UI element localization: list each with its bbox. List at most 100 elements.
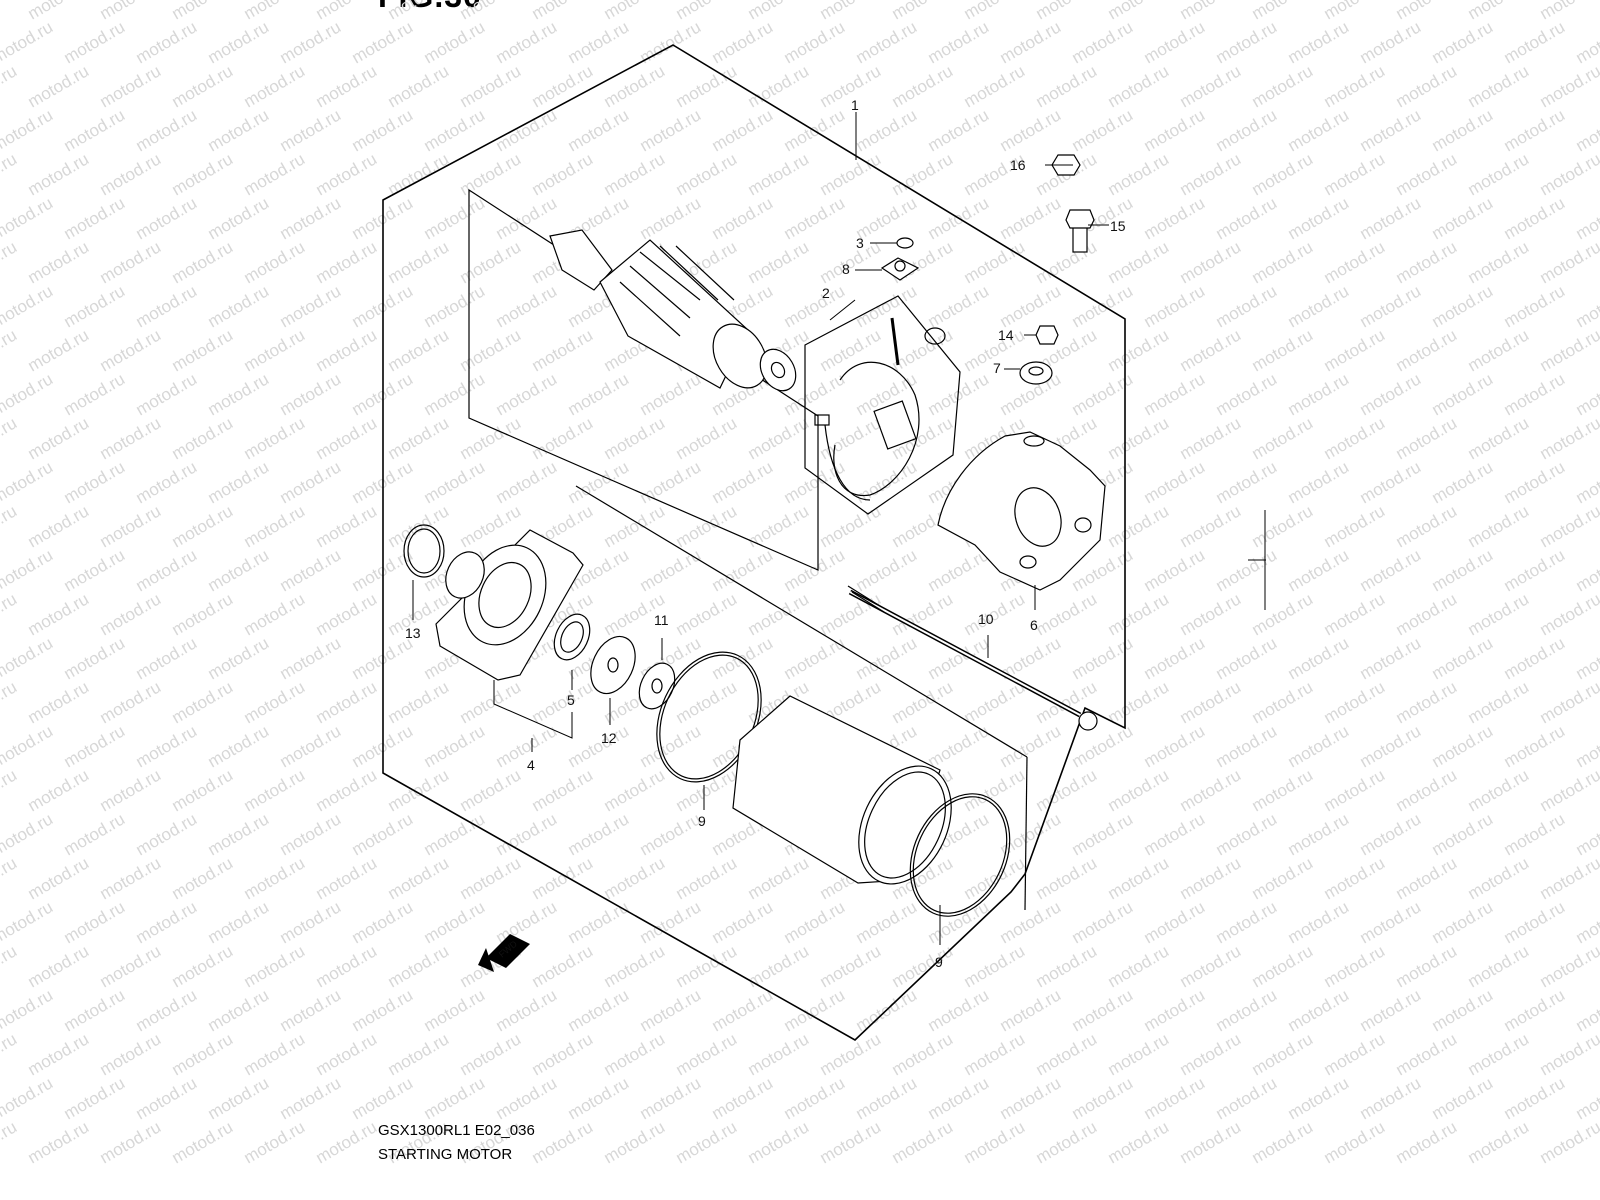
through-bolt bbox=[847, 585, 1098, 731]
watermark-text: motod.ru bbox=[889, 677, 957, 727]
watermark-text: motod.ru bbox=[1105, 941, 1173, 991]
watermark-text: motod.ru bbox=[169, 413, 237, 463]
watermark-text: motod.ru bbox=[1357, 721, 1425, 771]
watermark-text: motod.ru bbox=[1141, 1073, 1209, 1123]
watermark-text: motod.ru bbox=[709, 457, 777, 507]
watermark-text: motod.ru bbox=[421, 809, 489, 859]
watermark-text: motod.ru bbox=[565, 17, 633, 67]
watermark-text: motod.ru bbox=[313, 61, 381, 111]
watermark-text: motod.ru bbox=[457, 149, 525, 199]
watermark-text: motod.ru bbox=[1213, 105, 1281, 155]
watermark-text: motod.ru bbox=[1141, 985, 1209, 1035]
watermark-text: motod.ru bbox=[97, 1029, 165, 1079]
watermark-text: motod.ru bbox=[1249, 325, 1317, 375]
watermark-text: motod.ru bbox=[637, 1073, 705, 1123]
watermark-text: motod.ru bbox=[1465, 1117, 1533, 1167]
watermark-text: motod.ru bbox=[1393, 765, 1461, 815]
watermark-text: motod.ru bbox=[349, 897, 417, 947]
watermark-text: motod.ru bbox=[0, 0, 20, 23]
watermark-text: motod.ru bbox=[1573, 281, 1600, 331]
watermark-text: motod.ru bbox=[1573, 545, 1600, 595]
watermark-text: motod.ru bbox=[241, 61, 309, 111]
watermark-text: motod.ru bbox=[781, 1073, 849, 1123]
watermark-text: motod.ru bbox=[97, 325, 165, 375]
callout-2: 2 bbox=[822, 285, 830, 301]
watermark-text: motod.ru bbox=[421, 985, 489, 1035]
watermark-text: motod.ru bbox=[313, 853, 381, 903]
watermark-text: motod.ru bbox=[0, 1117, 20, 1167]
watermark-text: motod.ru bbox=[25, 61, 93, 111]
watermark-text: motod.ru bbox=[1141, 105, 1209, 155]
watermark-text: motod.ru bbox=[853, 545, 921, 595]
watermark-text: motod.ru bbox=[1321, 941, 1389, 991]
watermark-text: motod.ru bbox=[385, 413, 453, 463]
watermark-text: motod.ru bbox=[1321, 765, 1389, 815]
watermark-text: motod.ru bbox=[601, 61, 669, 111]
watermark-text: motod.ru bbox=[997, 897, 1065, 947]
watermark-text: motod.ru bbox=[1033, 0, 1101, 23]
watermark-text: motod.ru bbox=[61, 633, 129, 683]
watermark-text: motod.ru bbox=[1069, 721, 1137, 771]
watermark-text: motod.ru bbox=[1249, 413, 1317, 463]
watermark-text: motod.ru bbox=[25, 1029, 93, 1079]
watermark-text: motod.ru bbox=[1069, 633, 1137, 683]
watermark-text: motod.ru bbox=[1537, 237, 1600, 287]
watermark-text: motod.ru bbox=[673, 941, 741, 991]
watermark-text: motod.ru bbox=[205, 633, 273, 683]
watermark-text: motod.ru bbox=[853, 897, 921, 947]
front-housing bbox=[403, 524, 584, 681]
watermark-text: motod.ru bbox=[817, 149, 885, 199]
watermark-text: motod.ru bbox=[1357, 633, 1425, 683]
watermark-text: motod.ru bbox=[277, 633, 345, 683]
callout-3: 3 bbox=[856, 235, 864, 251]
watermark-text: motod.ru bbox=[961, 677, 1029, 727]
watermark-text: motod.ru bbox=[1465, 0, 1533, 23]
watermark-text: motod.ru bbox=[1357, 281, 1425, 331]
watermark-text: motod.ru bbox=[1033, 237, 1101, 287]
watermark-text: motod.ru bbox=[1501, 105, 1569, 155]
watermark-text: motod.ru bbox=[1321, 853, 1389, 903]
watermark-text: motod.ru bbox=[493, 281, 561, 331]
watermark-text: motod.ru bbox=[529, 149, 597, 199]
watermark-text: motod.ru bbox=[1177, 149, 1245, 199]
watermark-text: motod.ru bbox=[673, 149, 741, 199]
watermark-text: motod.ru bbox=[1213, 985, 1281, 1035]
watermark-text: motod.ru bbox=[1537, 325, 1600, 375]
watermark-text: motod.ru bbox=[313, 589, 381, 639]
watermark-text: motod.ru bbox=[925, 105, 993, 155]
watermark-text: motod.ru bbox=[1573, 105, 1600, 155]
watermark-text: motod.ru bbox=[1537, 501, 1600, 551]
watermark-text: motod.ru bbox=[1285, 17, 1353, 67]
watermark-text: motod.ru bbox=[637, 809, 705, 859]
watermark-text: motod.ru bbox=[61, 545, 129, 595]
watermark-text: motod.ru bbox=[1501, 369, 1569, 419]
watermark-text: motod.ru bbox=[1573, 633, 1600, 683]
watermark-text: motod.ru bbox=[1537, 941, 1600, 991]
watermark-text: motod.ru bbox=[637, 457, 705, 507]
watermark-text: motod.ru bbox=[1069, 985, 1137, 1035]
watermark-text: motod.ru bbox=[1321, 1029, 1389, 1079]
watermark-text: motod.ru bbox=[1393, 413, 1461, 463]
watermark-text: motod.ru bbox=[1429, 985, 1497, 1035]
watermark-text: motod.ru bbox=[745, 501, 813, 551]
watermark-text: motod.ru bbox=[997, 721, 1065, 771]
watermark-text: motod.ru bbox=[637, 721, 705, 771]
watermark-text: motod.ru bbox=[745, 0, 813, 23]
watermark-text: motod.ru bbox=[1069, 809, 1137, 859]
watermark-text: motod.ru bbox=[385, 677, 453, 727]
watermark-text: motod.ru bbox=[1429, 105, 1497, 155]
watermark-text: motod.ru bbox=[493, 369, 561, 419]
watermark-text: motod.ru bbox=[241, 941, 309, 991]
watermark-text: motod.ru bbox=[1537, 149, 1600, 199]
watermark-text: motod.ru bbox=[241, 501, 309, 551]
callout-9b: 9 bbox=[935, 954, 943, 970]
watermark-text: motod.ru bbox=[169, 941, 237, 991]
watermark-text: motod.ru bbox=[1573, 17, 1600, 67]
seal-and-washers bbox=[553, 613, 676, 710]
watermark-text: motod.ru bbox=[97, 0, 165, 23]
watermark-text: motod.ru bbox=[1213, 193, 1281, 243]
watermark-text: motod.ru bbox=[889, 149, 957, 199]
watermark-text: motod.ru bbox=[1573, 1073, 1600, 1123]
watermark-text: motod.ru bbox=[1357, 105, 1425, 155]
